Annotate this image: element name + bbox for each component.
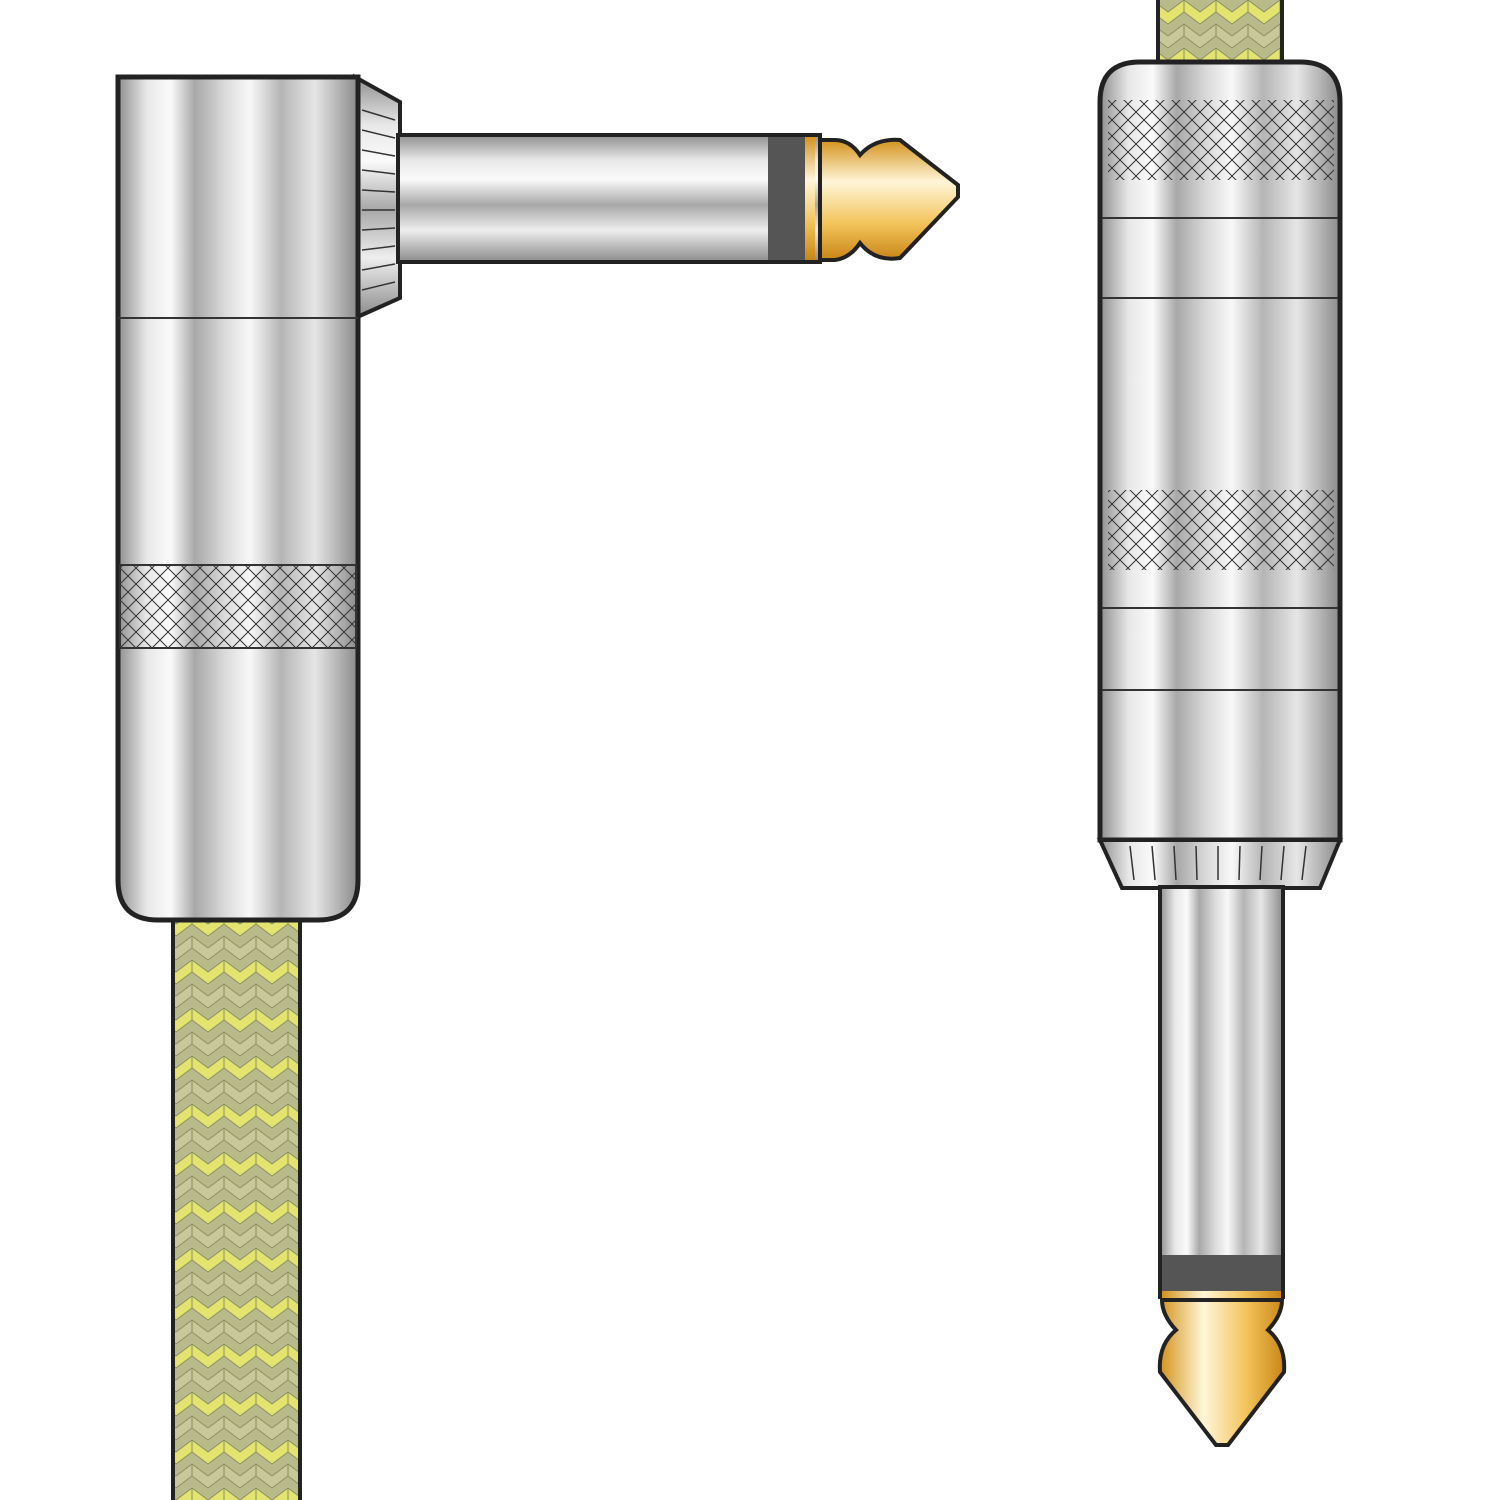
left-shaft: [396, 133, 822, 264]
left-collar-grip: [361, 109, 396, 291]
left-insulator-ring: [768, 137, 805, 260]
left-gold-tip: [818, 137, 960, 262]
left-knurl-band: [119, 564, 357, 649]
straight-jack-plug: [1096, 0, 1343, 1447]
right-gold-ring: [1162, 1291, 1281, 1301]
left-gold-ring: [805, 137, 815, 260]
left-cable-braid: [171, 903, 302, 1500]
left-body: [115, 74, 361, 923]
right-insulator-ring: [1162, 1255, 1281, 1291]
right-body: [1097, 59, 1343, 843]
right-knurl-band-top: [1108, 100, 1334, 180]
right-knurl-band-middle: [1108, 490, 1334, 570]
right-collar: [1096, 838, 1343, 890]
right-gold-tip: [1157, 1298, 1287, 1447]
right-angle-jack-plug: [115, 73, 960, 1500]
right-shaft: [1158, 885, 1285, 1299]
right-collar-grip: [1129, 845, 1307, 881]
right-body-seams: [1102, 217, 1338, 691]
